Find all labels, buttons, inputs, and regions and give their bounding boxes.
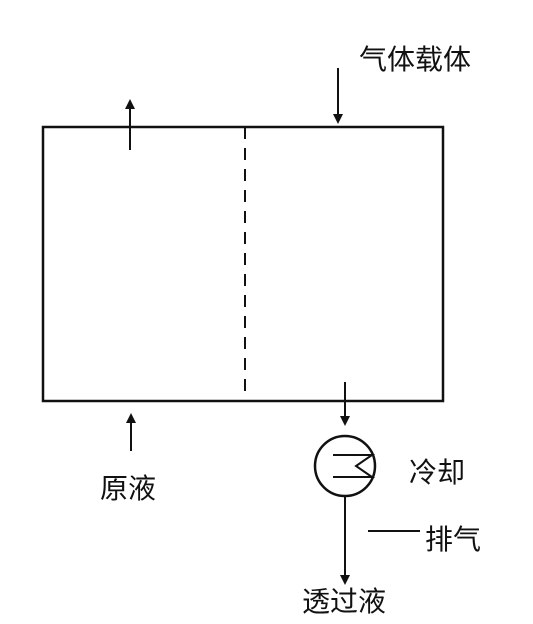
condenser-circle	[313, 434, 377, 498]
gas-carrier-label: 气体载体	[359, 43, 471, 76]
feed-liquid-label: 原液	[100, 472, 156, 505]
condenser-coil-icon	[333, 454, 376, 478]
membrane-module-box	[41, 125, 445, 403]
exhaust-label: 排气	[425, 523, 481, 556]
cooling-label: 冷却	[409, 456, 465, 489]
permeate-label: 透过液	[302, 585, 386, 618]
